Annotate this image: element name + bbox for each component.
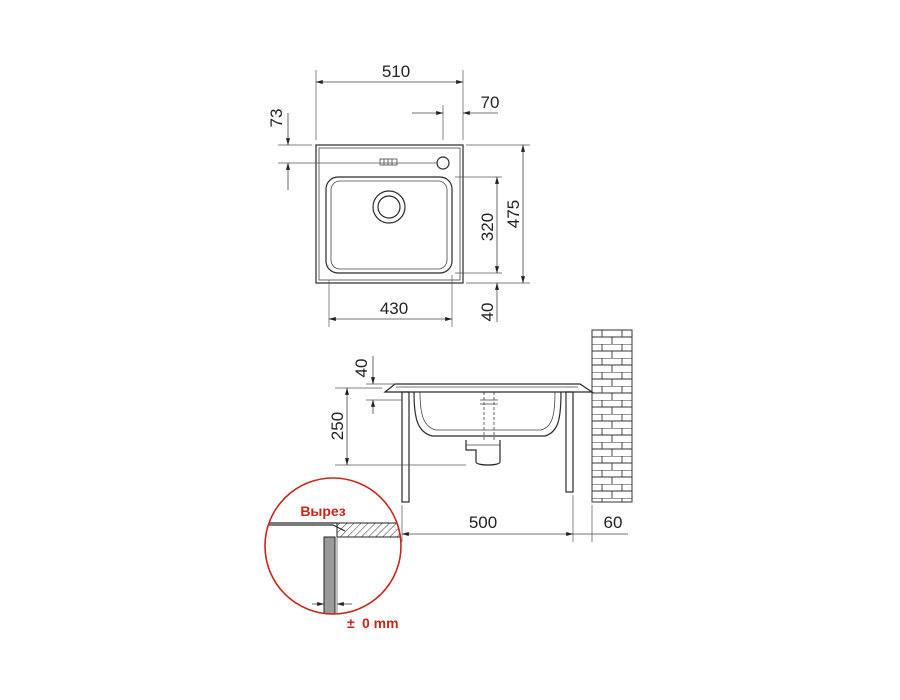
dim-wall-gap: 60 [604,513,623,532]
drain-outer [372,190,406,224]
tolerance-label: 0 mm [362,615,399,631]
dim-bowl-depth: 320 [478,213,497,241]
cabinet-side-left [401,391,410,503]
detail-title: Вырез [300,503,345,519]
sink-outline [315,144,464,284]
detail-circle [264,477,402,615]
sink-bowl-side [413,391,562,437]
bowl-outline [325,176,453,274]
dim-bowl-width: 430 [380,299,408,318]
brick-wall [591,329,633,503]
sink-inner-rim [318,147,461,281]
cutout-detail: Вырез ± 0 mm [264,477,402,631]
tolerance-symbol: ± [347,615,355,631]
worktop-slab [336,522,401,538]
tap-hole [436,156,450,170]
dim-front-margin: 40 [478,303,497,322]
detail-cabinet-panel [323,536,336,614]
dim-drain-offset: 70 [481,93,500,112]
cabinet-side-right [565,391,574,493]
side-view: 40 250 500 60 [328,329,633,542]
dim-rim-height: 40 [352,359,371,378]
sink-rim [383,383,594,393]
dim-back-margin: 73 [267,109,286,128]
dim-bowl-height: 250 [328,412,347,440]
dim-width-total: 510 [382,62,410,81]
dim-depth-total: 475 [504,200,523,228]
bowl-inner-outline [330,180,448,270]
overflow-slot [379,158,398,166]
drain-inner [377,195,401,219]
top-view: 510 70 73 475 320 40 430 [267,62,530,327]
dim-base-width: 500 [469,513,497,532]
detail-sink-rim [265,524,346,532]
drain-trap [465,440,501,466]
